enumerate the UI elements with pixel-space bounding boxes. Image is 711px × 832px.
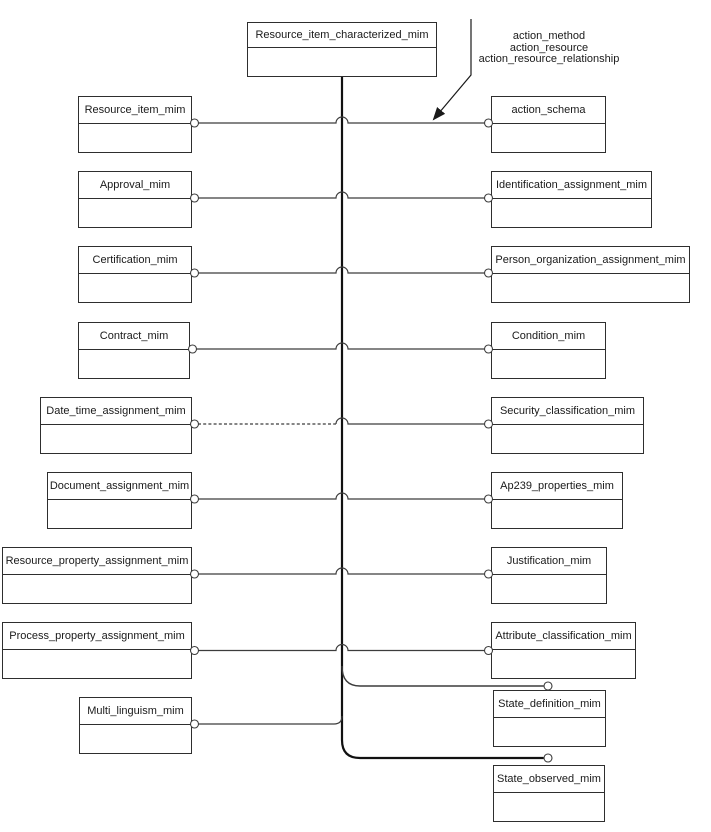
node-resource-property-assignment-mim[interactable]: Resource_property_assignment_mim: [2, 547, 192, 604]
node-label: Document_assignment_mim: [48, 473, 191, 500]
node-body: [79, 199, 191, 227]
annotation-line: action_resource: [509, 41, 589, 54]
node-body: [494, 718, 605, 746]
annotation-leader-arrow: [432, 19, 472, 121]
node-label: Multi_linguism_mim: [80, 698, 191, 725]
node-label: Identification_assignment_mim: [492, 172, 651, 199]
node-body: [41, 425, 191, 453]
node-label: action_schema: [492, 97, 605, 124]
node-body: [492, 650, 635, 678]
node-security-classification-mim[interactable]: Security_classification_mim: [491, 397, 644, 454]
node-person-organization-assignment-mim[interactable]: Person_organization_assignment_mim: [491, 246, 690, 303]
node-label: Person_organization_assignment_mim: [492, 247, 689, 274]
connector-contract-condition: [196, 342, 485, 350]
node-body: [80, 725, 191, 753]
node-body: [79, 350, 189, 378]
node-label: Process_property_assignment_mim: [3, 623, 191, 650]
connector-process-property-attribute: [198, 643, 485, 652]
node-resource-item-mim[interactable]: Resource_item_mim: [78, 96, 192, 153]
connector-approval-identification: [198, 191, 485, 199]
node-document-assignment-mim[interactable]: Document_assignment_mim: [47, 472, 192, 529]
node-body: [79, 274, 191, 302]
node-body: [248, 48, 436, 76]
node-body: [3, 575, 191, 603]
node-action-schema[interactable]: action_schema: [491, 96, 606, 153]
node-label: Attribute_classification_mim: [492, 623, 635, 650]
node-label: Justification_mim: [492, 548, 606, 575]
node-multi-linguism-mim[interactable]: Multi_linguism_mim: [79, 697, 192, 754]
node-contract-mim[interactable]: Contract_mim: [78, 322, 190, 379]
node-body: [492, 199, 651, 227]
node-condition-mim[interactable]: Condition_mim: [491, 322, 606, 379]
node-body: [79, 124, 191, 152]
node-body: [492, 274, 689, 302]
node-label: State_observed_mim: [494, 766, 604, 793]
node-label: Condition_mim: [492, 323, 605, 350]
node-body: [3, 650, 191, 678]
annotation-line: action_resource_relationship: [478, 53, 620, 65]
connector-security-classification: [335, 417, 485, 425]
connector-document-ap239: [198, 492, 485, 500]
page-ref-circle: [543, 753, 553, 763]
node-label: Resource_property_assignment_mim: [3, 548, 191, 575]
node-body: [492, 124, 605, 152]
node-label: Certification_mim: [79, 247, 191, 274]
node-process-property-assignment-mim[interactable]: Process_property_assignment_mim: [2, 622, 192, 679]
node-justification-mim[interactable]: Justification_mim: [491, 547, 607, 604]
node-label: Resource_item_characterized_mim: [248, 23, 436, 48]
node-body: [494, 793, 604, 821]
node-label: Ap239_properties_mim: [492, 473, 622, 500]
annotation-line: action_method: [512, 30, 586, 42]
node-certification-mim[interactable]: Certification_mim: [78, 246, 192, 303]
connector-resource-item-action-schema: [198, 116, 485, 124]
node-state-observed-mim[interactable]: State_observed_mim: [493, 765, 605, 822]
annotation-action-schemas: action_method action_resource action_res…: [477, 30, 621, 66]
node-date-time-assignment-mim[interactable]: Date_time_assignment_mim: [40, 397, 192, 454]
node-body: [492, 500, 622, 528]
connector-multi-linguism: [198, 715, 343, 725]
node-label: Security_classification_mim: [492, 398, 643, 425]
node-attribute-classification-mim[interactable]: Attribute_classification_mim: [491, 622, 636, 679]
node-identification-assignment-mim[interactable]: Identification_assignment_mim: [491, 171, 652, 228]
node-approval-mim[interactable]: Approval_mim: [78, 171, 192, 228]
connector-certification-person-organization: [198, 266, 485, 274]
node-label: Contract_mim: [79, 323, 189, 350]
connector-resource-property-justification: [198, 567, 485, 575]
node-body: [492, 575, 606, 603]
node-label: Resource_item_mim: [79, 97, 191, 124]
node-label: State_definition_mim: [494, 691, 605, 718]
node-resource-item-characterized-mim[interactable]: Resource_item_characterized_mim: [247, 22, 437, 77]
node-ap239-properties-mim[interactable]: Ap239_properties_mim: [491, 472, 623, 529]
page-ref-circle: [543, 681, 553, 691]
node-state-definition-mim[interactable]: State_definition_mim: [493, 690, 606, 747]
node-label: Approval_mim: [79, 172, 191, 199]
node-body: [492, 425, 643, 453]
node-body: [492, 350, 605, 378]
node-label: Date_time_assignment_mim: [41, 398, 191, 425]
node-body: [48, 500, 191, 528]
